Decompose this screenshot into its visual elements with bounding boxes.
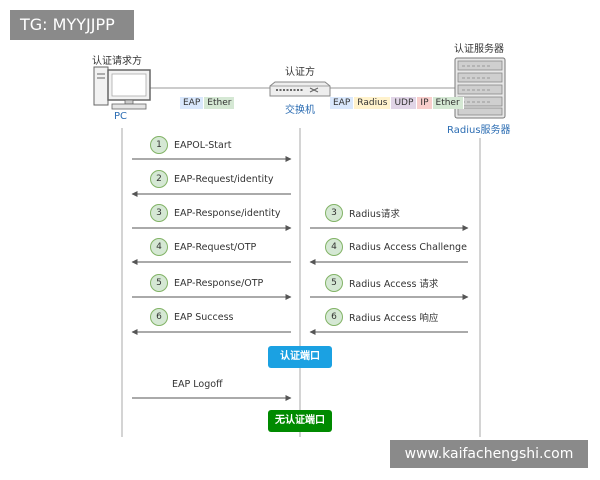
right-step: 6 Radius Access 响应 [325, 308, 438, 326]
logoff-label: EAP Logoff [172, 379, 223, 390]
stack-cell: IP [417, 97, 433, 109]
step-number: 4 [325, 238, 343, 256]
step-label: EAP-Response/identity [174, 207, 281, 219]
stack-cell: EAP [180, 97, 205, 109]
network-switch-icon [269, 81, 331, 97]
server-rack-icon [454, 57, 506, 119]
step-label: EAP-Response/OTP [174, 277, 264, 289]
left-step: 3 EAP-Response/identity [150, 204, 281, 222]
step-label: Radius Access 响应 [349, 313, 439, 324]
step-label: EAP Success [174, 311, 234, 323]
step-label: EAPOL-Start [174, 139, 232, 151]
step-number: 3 [150, 204, 168, 222]
unauthorized-port-badge: 无认证端口 [268, 410, 332, 432]
step-label: Radius Access 请求 [349, 279, 439, 290]
left-step: 6 EAP Success [150, 308, 234, 326]
desktop-computer-icon [93, 66, 151, 110]
step-label: EAP-Request/identity [174, 173, 274, 185]
stack-cell: UDP [391, 97, 418, 109]
authorized-port-badge: 认证端口 [268, 346, 332, 368]
server-name-label: Radius服务器 [447, 125, 511, 136]
right-step: 4 Radius Access Challenge [325, 238, 467, 256]
left-step: 4 EAP-Request/OTP [150, 238, 256, 256]
pc-role-label: 认证请求方 [92, 56, 142, 67]
server-role-label: 认证服务器 [454, 44, 504, 55]
tg-tag: TG: MYYJJPP [10, 10, 134, 40]
right-step: 3 Radius请求 [325, 204, 400, 222]
step-number: 2 [150, 170, 168, 188]
step-number: 1 [150, 136, 168, 154]
step-label: Radius Access Challenge [349, 241, 467, 253]
left-step: 2 EAP-Request/identity [150, 170, 274, 188]
step-label: EAP-Request/OTP [174, 241, 257, 253]
pc-name-label: PC [114, 111, 128, 122]
stack-cell: Ether [432, 97, 464, 109]
left-step: 5 EAP-Response/OTP [150, 274, 263, 292]
step-number: 4 [150, 238, 168, 256]
stack-cell: Ether [204, 97, 236, 109]
step-number: 6 [325, 308, 343, 326]
right-protocol-stack: EAP Radius UDP IP Ether [330, 97, 464, 109]
watermark: www.kaifachengshi.com [390, 440, 588, 468]
left-protocol-stack: EAP Ether [180, 97, 236, 109]
step-number: 3 [325, 204, 343, 222]
step-number: 5 [150, 274, 168, 292]
step-number: 6 [150, 308, 168, 326]
step-label: Radius请求 [349, 209, 400, 220]
switch-name-label: 交换机 [285, 105, 315, 116]
right-step: 5 Radius Access 请求 [325, 274, 438, 292]
left-step: 1 EAPOL-Start [150, 136, 231, 154]
stack-cell: EAP [330, 97, 355, 109]
step-number: 5 [325, 274, 343, 292]
switch-role-label: 认证方 [285, 67, 315, 78]
stack-cell: Radius [354, 97, 392, 109]
